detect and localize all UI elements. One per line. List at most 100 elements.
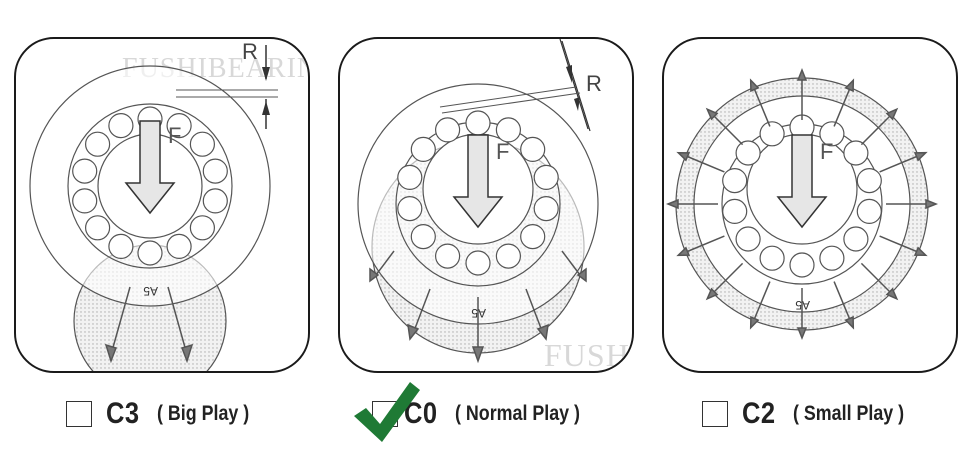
ball <box>520 136 546 163</box>
ball <box>189 131 215 157</box>
force-arrow-icon <box>124 120 176 215</box>
ball <box>84 131 111 157</box>
ball <box>72 158 98 184</box>
ball <box>843 140 869 166</box>
bearing-diagram-c3: F R A5 <box>29 39 278 371</box>
load-arrows <box>665 67 939 341</box>
force-label: F <box>496 139 509 164</box>
checkbox-c3[interactable] <box>66 401 92 427</box>
force-label: F <box>168 123 181 148</box>
ball <box>856 198 882 224</box>
load-arrow-head <box>749 78 760 93</box>
rolling-elements <box>722 114 882 278</box>
ball <box>465 110 491 136</box>
option-code: C3 <box>106 397 140 430</box>
load-arrow-shaft <box>879 154 921 173</box>
ball <box>397 164 423 190</box>
load-arrow-head <box>913 151 928 162</box>
ball <box>84 215 111 241</box>
outer-raceway <box>67 103 233 269</box>
load-arrow-head <box>885 107 899 121</box>
load-arrow-head <box>844 78 855 93</box>
bearing-diagram-c0: F R A5 <box>357 39 602 364</box>
load-arrow-shaft <box>833 281 852 323</box>
diagram-panel-c0: FUSHIBEARING® F R A5 <box>338 37 634 373</box>
ring-marking: A5 <box>143 284 158 298</box>
load-arrow-head <box>676 246 691 257</box>
ball <box>533 196 559 222</box>
option-c3[interactable]: C3 ( Big Play ) <box>66 392 266 436</box>
load-arrows <box>104 286 194 364</box>
ball <box>759 245 785 271</box>
ball <box>397 196 423 222</box>
force-arrow-icon <box>452 134 504 229</box>
ball <box>108 112 134 139</box>
force-arrow-icon <box>776 134 828 229</box>
load-arrow-head <box>796 67 808 81</box>
ball <box>722 198 748 224</box>
load-arrow-head <box>749 315 760 330</box>
ball <box>202 188 228 214</box>
ball <box>434 243 461 269</box>
load-arrow-head <box>913 246 928 257</box>
load-arrow-shaft <box>683 154 725 173</box>
option-description: ( Normal Play ) <box>455 402 581 425</box>
ball <box>410 136 436 163</box>
ball <box>166 233 192 259</box>
ball <box>843 226 869 252</box>
rolling-elements <box>72 106 228 266</box>
ball <box>137 240 163 266</box>
load-arrow-shaft <box>752 85 771 127</box>
load-arrow-head <box>665 198 679 210</box>
ball <box>202 158 228 184</box>
option-description: ( Small Play ) <box>793 402 905 425</box>
ball <box>819 121 845 147</box>
load-arrow-head <box>925 198 939 210</box>
ball <box>410 224 436 250</box>
load-arrow-head <box>705 107 719 121</box>
load-arrow-shaft <box>860 112 894 146</box>
load-arrow-head <box>844 315 855 330</box>
load-arrow-shaft <box>833 85 852 127</box>
diagram-panel-c2: F A5 <box>662 37 958 373</box>
option-description: ( Big Play ) <box>157 402 250 425</box>
load-arrow-shaft <box>860 262 894 296</box>
ball <box>856 168 882 194</box>
ball <box>520 224 546 250</box>
force-label: F <box>820 139 833 164</box>
load-arrow-head <box>885 287 899 301</box>
clearance-label: R <box>586 71 602 96</box>
load-arrow-head <box>676 151 691 162</box>
checkmark-icon <box>354 382 420 442</box>
load-arrow-shaft <box>879 235 921 254</box>
load-arrow-shaft <box>683 235 725 254</box>
load-arrow-head <box>796 327 808 341</box>
load-arrow-shaft <box>710 112 744 146</box>
load-arrow-shaft <box>710 262 744 296</box>
ball <box>495 117 521 143</box>
ball <box>166 112 192 139</box>
clearance-label: R <box>242 39 258 64</box>
ball <box>735 140 761 166</box>
bearing-diagram-c2: F A5 <box>665 67 939 341</box>
ball <box>108 233 134 259</box>
ball <box>759 121 785 147</box>
ball <box>495 243 521 269</box>
ball <box>735 226 761 252</box>
ball <box>533 164 559 190</box>
load-arrow-head <box>705 287 719 301</box>
diagram-panel-c3: FUSHIBEARING® F R A5 <box>14 37 310 373</box>
ball <box>434 117 461 143</box>
ball <box>189 215 215 241</box>
ball <box>789 252 815 278</box>
ball <box>722 168 748 194</box>
rolling-elements <box>397 110 559 276</box>
option-c2[interactable]: C2 ( Small Play ) <box>702 392 924 436</box>
load-arrows <box>369 250 587 364</box>
ball <box>465 250 491 276</box>
checkbox-c2[interactable] <box>702 401 728 427</box>
option-code: C2 <box>742 397 776 430</box>
ball <box>819 245 845 271</box>
ball <box>72 188 98 214</box>
load-arrow-shaft <box>752 281 771 323</box>
